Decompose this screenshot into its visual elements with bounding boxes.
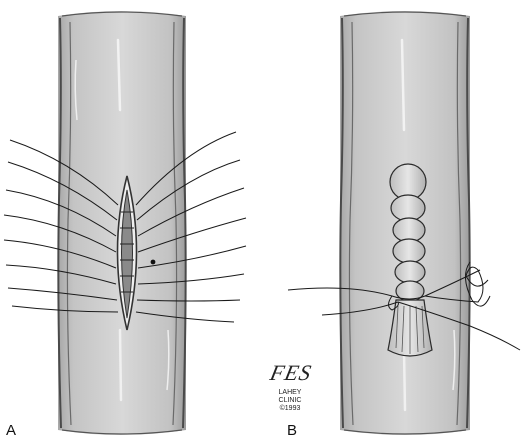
panel-label-b: B bbox=[287, 422, 298, 439]
panel-b-suture bbox=[287, 261, 521, 351]
artist-signature: FES bbox=[267, 360, 315, 385]
panel-a-sutures bbox=[3, 131, 247, 323]
signature-line-2: CLINIC bbox=[278, 397, 302, 404]
signature-line-1: LAHEY bbox=[278, 389, 302, 396]
signature-line-3: ©1993 bbox=[279, 405, 301, 412]
panel-a-incision bbox=[116, 175, 156, 331]
panel-label-a: A bbox=[6, 422, 17, 439]
panel-b-plug bbox=[387, 163, 433, 357]
